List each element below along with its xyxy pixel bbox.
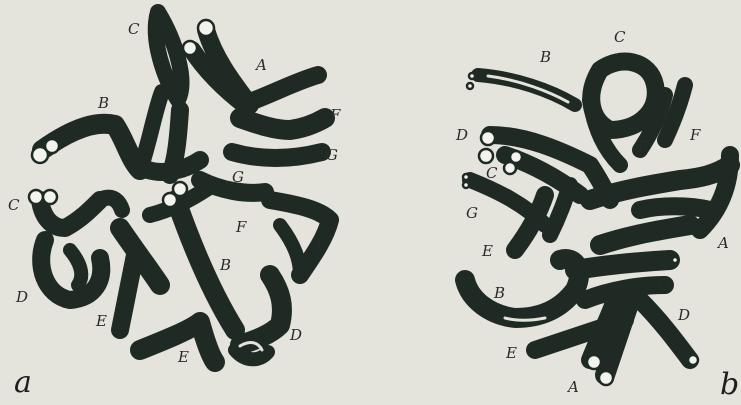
chromosome-label: A xyxy=(254,56,267,74)
chromosome-label: E xyxy=(177,348,189,366)
chromosome-label: F xyxy=(637,138,649,156)
chromosome-label: D xyxy=(677,306,690,324)
chromosome-tip xyxy=(467,83,473,89)
chromosome-label: A xyxy=(716,234,729,252)
chromosome-label: D xyxy=(15,288,28,306)
chromosome-label: A xyxy=(310,236,323,254)
chromosome-label: E xyxy=(505,344,517,362)
chromosome-label: E xyxy=(95,312,107,330)
chromosome-label: B xyxy=(97,94,109,112)
chromosome-tip xyxy=(463,174,469,180)
chromosome-tip xyxy=(587,355,601,369)
chromosome-label: B xyxy=(219,256,231,274)
chromosome-b-center3 xyxy=(640,206,710,210)
chromosome-tip xyxy=(481,131,495,145)
chromosome-label: B xyxy=(539,48,551,66)
panel-b-label: b xyxy=(720,367,739,402)
chromosome-a-g1 xyxy=(232,152,322,158)
chromosome-label: F xyxy=(329,106,341,124)
chromosome-label: G xyxy=(326,146,338,164)
chromosome-label: G xyxy=(466,204,478,222)
chromosome-tip xyxy=(198,20,214,36)
chromosome-label: C xyxy=(8,196,20,214)
chromosome-tip xyxy=(688,355,698,365)
chromosome-label: D xyxy=(289,326,302,344)
chromosome-label: F xyxy=(235,218,247,236)
chromosome-a-f xyxy=(240,118,325,130)
chromosome-label: D xyxy=(455,126,468,144)
chromosome-label: F xyxy=(689,126,701,144)
chromosome-tip xyxy=(599,371,613,385)
chromosome-label: C xyxy=(128,20,140,38)
chromosome-tip xyxy=(183,41,197,55)
chromosome-label: C xyxy=(486,164,498,182)
chromosome-tip xyxy=(29,190,43,204)
chromosome-label: B xyxy=(493,284,505,302)
chromosome-tip xyxy=(463,182,469,188)
chromosome-tip xyxy=(672,257,678,263)
chromosome-b-g2 xyxy=(575,260,670,270)
chromosome-tip xyxy=(43,190,57,204)
chromosome-label: A xyxy=(566,378,579,396)
chromosome-tip xyxy=(45,139,59,153)
chromosome-tip xyxy=(469,73,475,79)
panel-a-label: a xyxy=(14,365,32,400)
chromosome-label: G xyxy=(232,168,244,186)
chromosome-label: E xyxy=(481,242,493,260)
chromosome-tip xyxy=(163,193,177,207)
chromosome-tip xyxy=(479,149,493,163)
chromosome-tip xyxy=(510,151,522,163)
chromosome-label: G xyxy=(658,276,670,294)
chromosome-label: C xyxy=(614,28,626,46)
